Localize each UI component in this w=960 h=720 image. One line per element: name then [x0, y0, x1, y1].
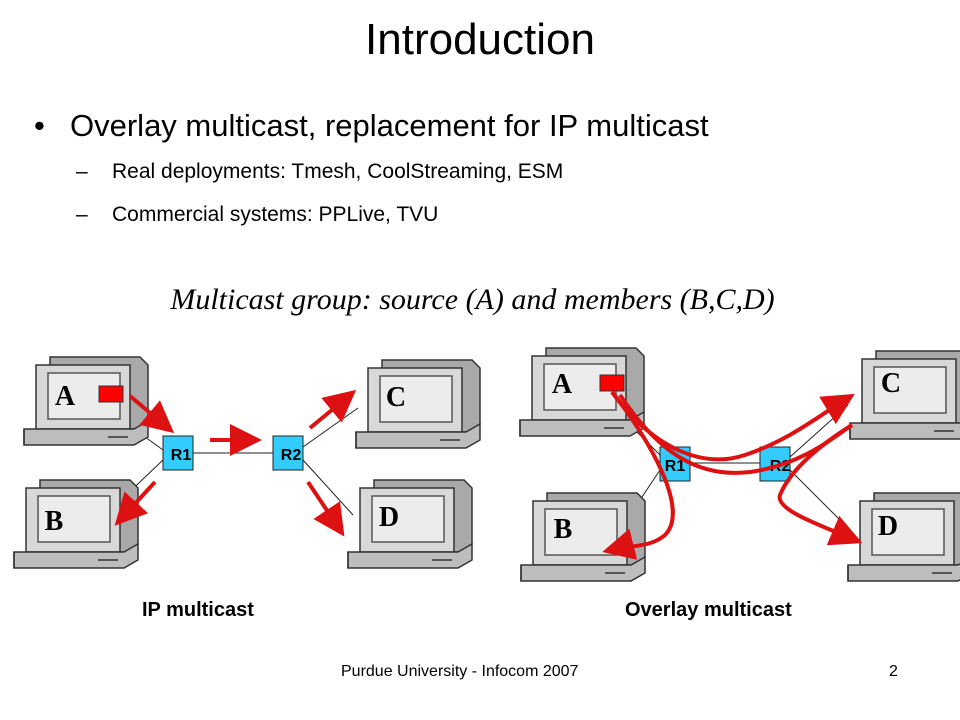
host-a-right [519, 347, 645, 437]
arrow-r2-to-d [306, 480, 345, 537]
router-label-r1: R1 [665, 458, 686, 475]
host-a-left [23, 356, 149, 446]
host-label-a: A [55, 381, 76, 412]
page-number: 2 [889, 663, 898, 680]
sub-bullet-text: Commercial systems: PPLive, TVU [112, 203, 439, 226]
sub-bullet-deployments: – Real deployments: Tmesh, CoolStreaming,… [76, 158, 563, 186]
host-label-b: B [45, 506, 64, 537]
sub-bullet-dash: – [76, 160, 88, 183]
router-label-r1: R1 [171, 447, 192, 464]
slide-title: Introduction [365, 15, 595, 64]
host-label-b: B [554, 514, 573, 545]
bullet-text: Overlay multicast, replacement for IP mu… [70, 108, 709, 143]
host-c-left [355, 359, 481, 449]
host-b-left [13, 479, 139, 569]
router-r1-left [162, 435, 194, 471]
host-label-c: C [386, 382, 406, 413]
bullet-overlay-multicast: • Overlay multicast, replacement for IP m… [34, 106, 709, 146]
host-d-right [847, 492, 960, 582]
source-marker [599, 374, 625, 392]
footer-text: Purdue University - Infocom 2007 [341, 663, 579, 680]
diagram-caption: Multicast group: source (A) and members … [170, 283, 775, 316]
host-label-d: D [878, 511, 898, 542]
label-overlay-multicast: Overlay multicast [625, 599, 792, 621]
host-label-d: D [379, 502, 399, 533]
host-b-right [520, 492, 646, 582]
sub-bullet-text: Real deployments: Tmesh, CoolStreaming, … [112, 160, 564, 183]
source-marker [98, 385, 124, 403]
overlay-path-a-to-b [602, 390, 675, 560]
router-r2-left [272, 435, 304, 471]
sub-bullet-dash: – [76, 203, 88, 226]
arrow-r2-to-c [308, 389, 357, 430]
host-c-right [849, 350, 960, 440]
arrow-a-to-r1 [128, 394, 175, 434]
router-label-r2: R2 [281, 447, 302, 464]
host-label-a: A [552, 369, 573, 400]
label-ip-multicast: IP multicast [142, 599, 254, 621]
arrow-r1-to-b [114, 480, 157, 526]
bullet-dot: • [34, 108, 45, 143]
host-label-c: C [881, 368, 901, 399]
sub-bullet-commercial: – Commercial systems: PPLive, TVU [76, 201, 438, 229]
host-d-left [347, 479, 473, 569]
overlay-path-c-to-d [777, 423, 863, 546]
